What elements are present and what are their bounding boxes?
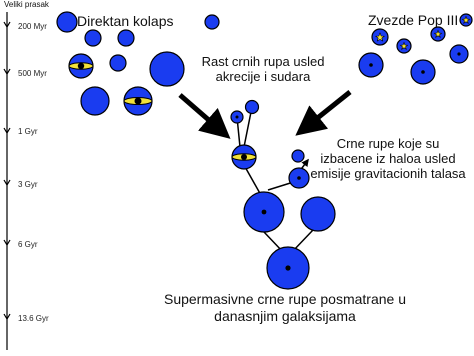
direct-collapse-label: Direktan kolaps bbox=[77, 13, 174, 29]
right-flow-arrow bbox=[295, 90, 352, 136]
timeline-top-label: Veliki prasak bbox=[4, 0, 49, 9]
left-flow-arrow bbox=[178, 93, 231, 139]
pop3-bh-dots bbox=[369, 52, 461, 74]
timeline-tick-200myr: 200 Myr bbox=[18, 22, 47, 31]
timeline-tick-13-6gyr: 13.6 Gyr bbox=[18, 314, 49, 323]
ejected-label: Crne rupe koje su izbacene iz haloa usle… bbox=[310, 136, 466, 181]
timeline-tick-3gyr: 3 Gyr bbox=[18, 180, 38, 189]
timeline-axis bbox=[3, 12, 11, 350]
supermassive-label: Supermasivne crne rupe posmatrane u dana… bbox=[163, 291, 407, 324]
merger-tree-halos bbox=[230, 99, 336, 290]
merger-tree-bh bbox=[231, 115, 301, 271]
timeline-tick-500myr: 500 Myr bbox=[18, 69, 47, 78]
growth-label: Rast crnih rupa usled akrecije i sudara bbox=[201, 54, 325, 84]
pop3-star-icons bbox=[375, 15, 471, 51]
direct-collapse-halos bbox=[56, 11, 220, 116]
timeline-tick-1gyr: 1 Gyr bbox=[18, 127, 38, 136]
pop3-halos bbox=[358, 13, 473, 85]
direct-collapse-seed-icons bbox=[68, 62, 153, 105]
pop3-label: Zvezde Pop III bbox=[368, 12, 459, 28]
timeline-tick-6gyr: 6 Gyr bbox=[18, 240, 38, 249]
